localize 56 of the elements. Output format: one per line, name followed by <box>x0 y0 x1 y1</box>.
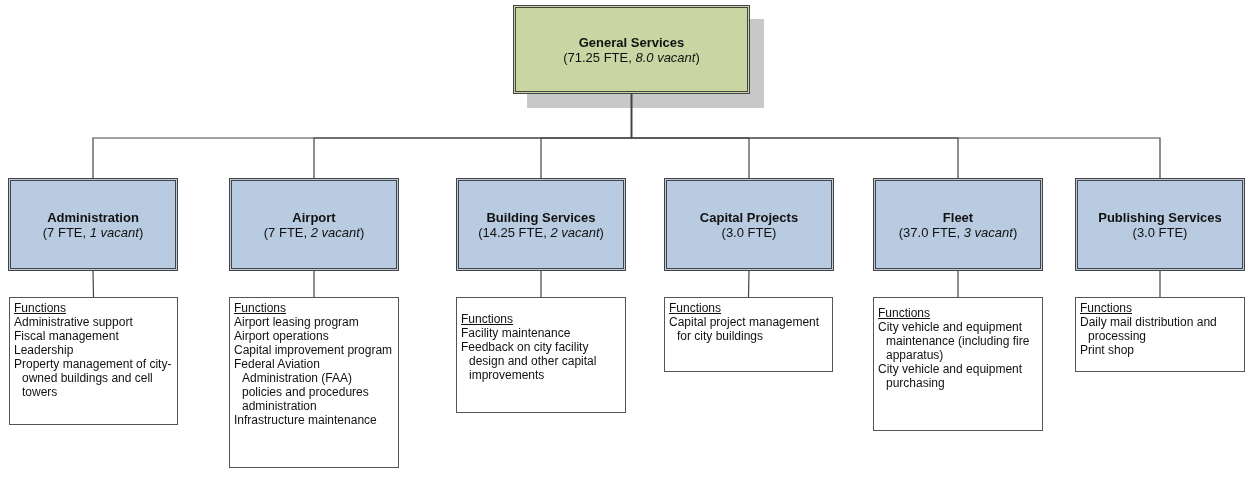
section-heading: Functions <box>234 301 288 315</box>
connector-line <box>747 270 750 298</box>
functions-box <box>1075 297 1245 372</box>
unit-name: Capital Projects <box>699 209 799 225</box>
section-heading: Functions <box>669 301 723 315</box>
connector-line <box>630 93 1161 179</box>
function-item: Airport operations <box>234 329 330 343</box>
connector-line <box>313 270 315 298</box>
staffing-count: (71.25 FTE, 8.0 vacant) <box>563 49 700 65</box>
staffing-count: (3.0 FTE) <box>721 224 777 240</box>
section-heading: Functions <box>461 312 515 326</box>
staffing-count: (14.25 FTE, 2 vacant) <box>478 224 604 240</box>
division-box <box>8 178 178 271</box>
section-heading: Functions <box>878 306 932 320</box>
functions-box <box>229 297 399 468</box>
staffing-count: (7 FTE, 1 vacant) <box>42 224 144 240</box>
section-heading: Functions <box>14 301 68 315</box>
functions-box <box>664 297 833 372</box>
function-item: Facility maintenance <box>461 326 572 340</box>
division-box <box>229 178 399 271</box>
function-item: Airport leasing program <box>234 315 360 329</box>
staffing-count: (3.0 FTE) <box>1132 224 1188 240</box>
connector-line <box>957 270 959 298</box>
department-box <box>513 5 750 94</box>
function-item: Feedback on city facility design and other capital improvements <box>461 340 598 382</box>
staffing-count: (7 FTE, 2 vacant) <box>263 224 365 240</box>
functions-box <box>9 297 178 425</box>
unit-name: Administration <box>47 209 139 225</box>
function-item: Capital project management for city buildings <box>669 315 821 343</box>
division-box <box>456 178 626 271</box>
function-item: Leadership <box>14 343 75 357</box>
functions-box <box>873 297 1043 431</box>
staffing-count: (37.0 FTE, 3 vacant) <box>898 224 1018 240</box>
unit-name: Fleet <box>942 209 974 225</box>
function-item: Property management of city-owned buildings and cell towers <box>14 357 173 399</box>
function-item: Daily mail distribution and processing <box>1080 315 1218 343</box>
unit-name: Publishing Services <box>1098 209 1222 225</box>
function-item: Capital improvement program <box>234 343 394 357</box>
unit-name: Building Services <box>486 209 596 225</box>
function-item: Fiscal management <box>14 329 120 343</box>
function-item: Federal Aviation Administration (FAA) policies and procedures administration <box>234 357 370 413</box>
division-box <box>1075 178 1245 271</box>
function-item: Administrative support <box>14 315 134 329</box>
connector-line <box>92 270 95 298</box>
functions-box <box>456 297 626 413</box>
function-item: City vehicle and equipment purchasing <box>878 362 1024 390</box>
division-box <box>873 178 1043 271</box>
function-item: Print shop <box>1080 343 1136 357</box>
section-heading: Functions <box>1080 301 1134 315</box>
connector-line <box>540 270 542 298</box>
function-item: Infrastructure maintenance <box>234 413 378 427</box>
connector-line <box>1159 270 1161 298</box>
division-box <box>664 178 834 271</box>
unit-name: Airport <box>292 209 336 225</box>
function-item: City vehicle and equipment maintenance (including fire apparatus) <box>878 320 1031 362</box>
unit-name: General Services <box>578 34 685 50</box>
